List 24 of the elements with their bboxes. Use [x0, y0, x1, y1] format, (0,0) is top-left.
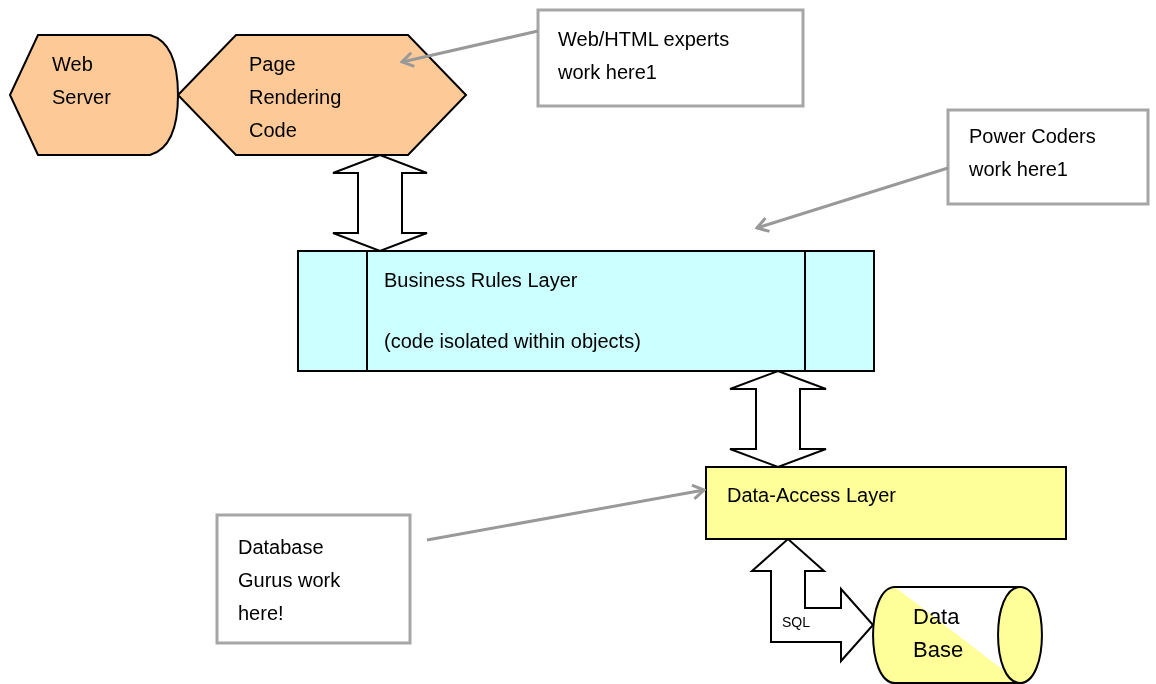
database-cylinder: [873, 587, 1042, 683]
layer-box: [298, 251, 874, 371]
block-arrow: [332, 153, 428, 253]
node-text: Business Rules Layer: [384, 268, 579, 293]
edge-label: SQL: [782, 614, 810, 630]
block-arrow: [729, 369, 827, 469]
arrow: [400, 29, 539, 68]
node-text: (code isolated within objects): [384, 329, 642, 354]
node-text: Power Coders work here1: [969, 124, 1097, 182]
note-box: [217, 515, 410, 643]
note-box: [948, 110, 1148, 204]
node-text: Data Base: [913, 603, 965, 664]
node-text: Web/HTML experts work here1: [558, 27, 731, 85]
node-text: Database Gurus work here!: [238, 535, 342, 626]
block-arrow: [749, 537, 875, 664]
node-text: Data-Access Layer: [727, 483, 897, 508]
hexagon-shape: [10, 35, 178, 155]
node-text: Web Server: [52, 52, 112, 110]
node-text: Page Rendering Code: [249, 52, 343, 143]
arrow: [755, 166, 949, 233]
arrow: [426, 483, 706, 542]
note-box: [538, 10, 803, 106]
layer-box: [706, 467, 1066, 539]
hexagon-shape: [178, 35, 466, 155]
